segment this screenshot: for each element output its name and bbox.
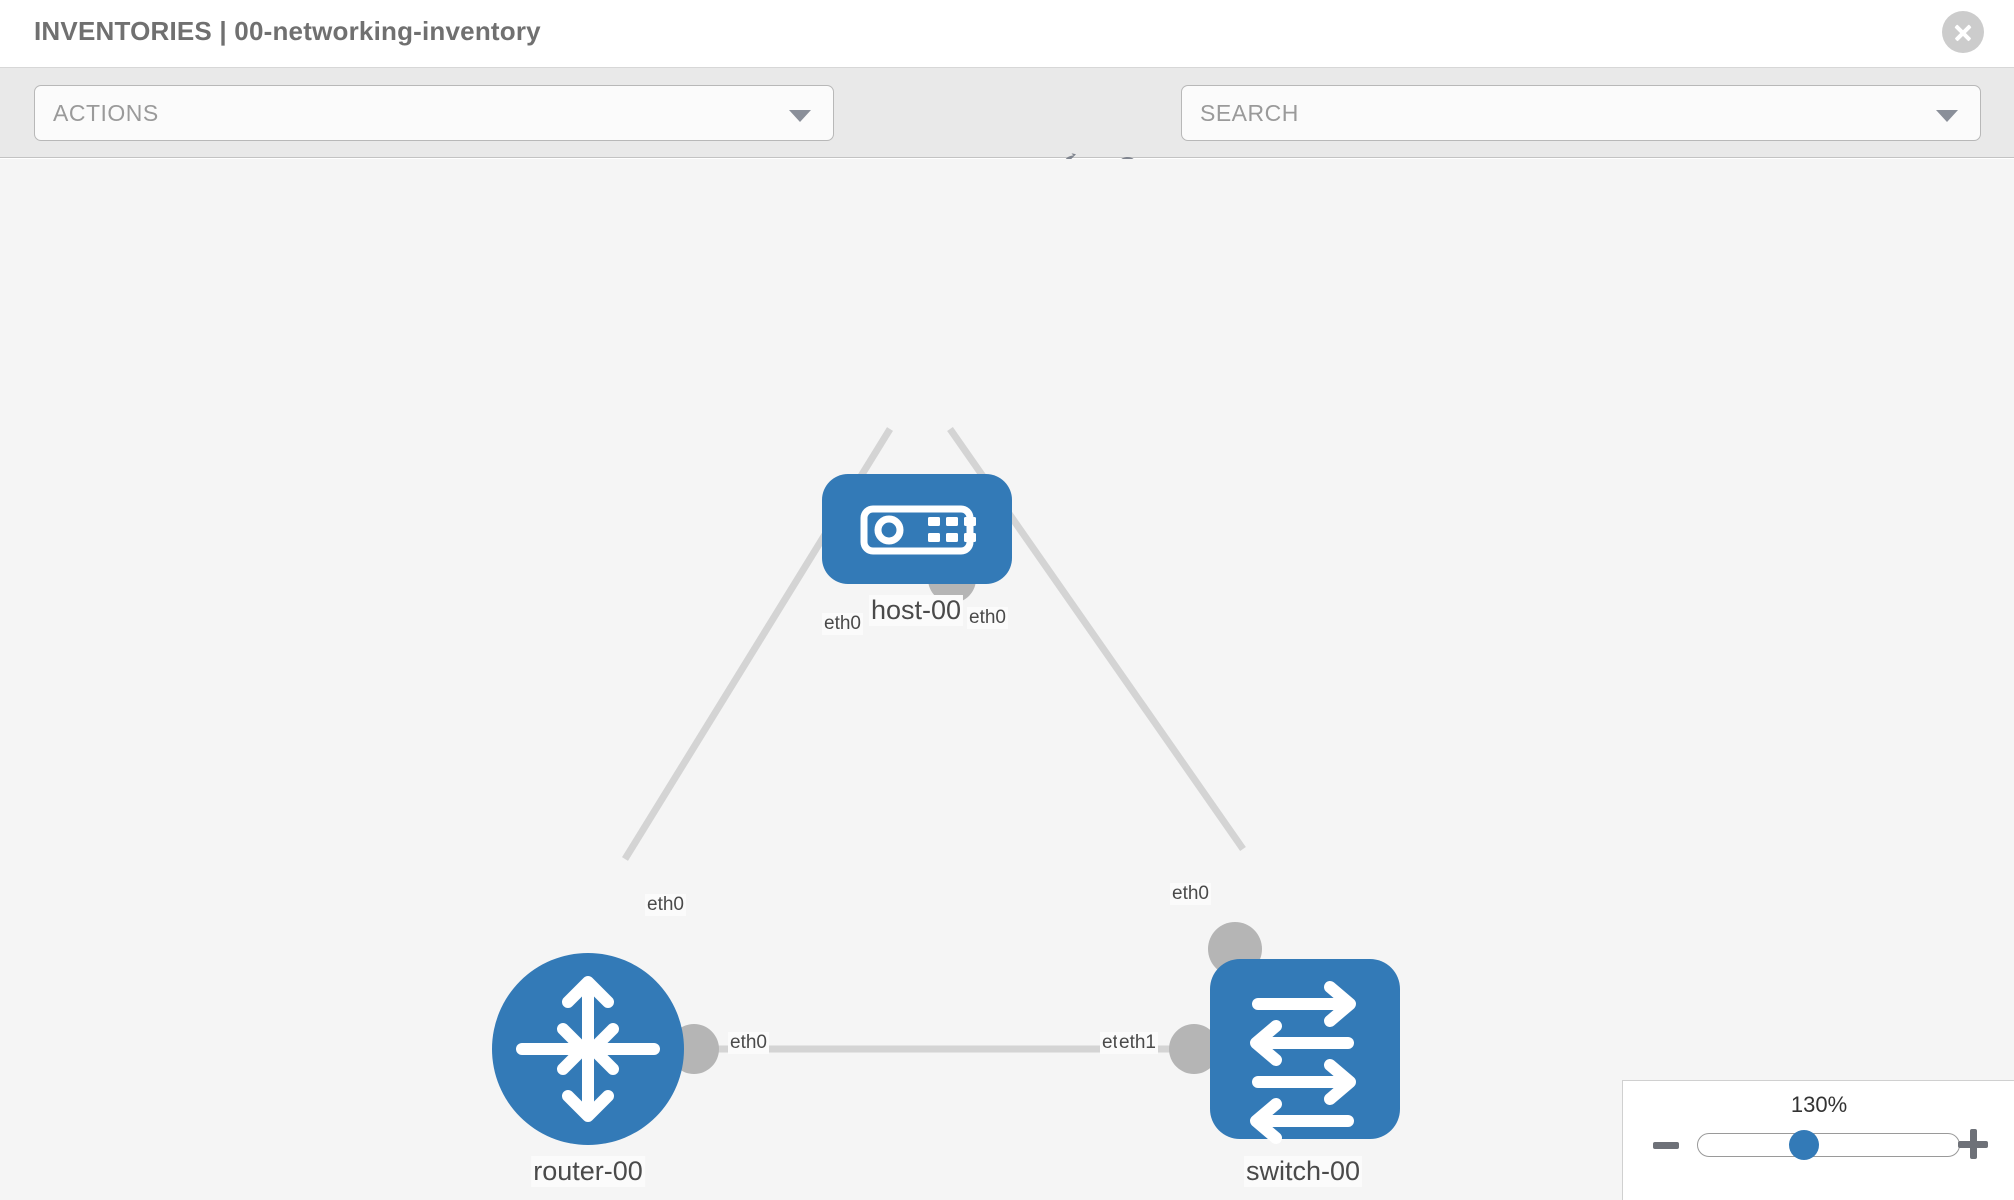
close-icon[interactable] [1942, 11, 1984, 53]
toolbar: ACTIONS SEARCH [0, 68, 2014, 192]
zoom-out-button[interactable] [1653, 1142, 1679, 1149]
edge-label-host-router-source: eth0 [822, 613, 863, 635]
page-header: INVENTORIES | 00-networking-inventory [0, 0, 2014, 68]
chevron-down-icon [789, 110, 811, 122]
edge-label-router-switch-target: eth1 [1117, 1032, 1158, 1054]
page-title: INVENTORIES | 00-networking-inventory [34, 16, 541, 46]
actions-dropdown[interactable]: ACTIONS [34, 85, 834, 141]
node-label-host-00: host-00 [868, 595, 964, 626]
node-label-switch-00: switch-00 [1243, 1156, 1363, 1187]
node-router-00[interactable] [492, 953, 684, 1145]
edge-label-host-switch-source: eth0 [967, 607, 1008, 629]
zoom-slider-track[interactable] [1697, 1133, 1960, 1157]
actions-dropdown-label: ACTIONS [53, 100, 159, 126]
edge-label-host-switch-target: eth0 [1170, 883, 1211, 905]
zoom-level-value: 130% [1790, 1092, 1848, 1117]
search-placeholder: SEARCH [1200, 100, 1299, 126]
topology-canvas[interactable]: host-00 router-00 switch-00 eth0 eth0 et… [0, 159, 2014, 1200]
zoom-control-panel: 130% [1622, 1080, 2014, 1200]
node-label-router-00: router-00 [531, 1156, 645, 1187]
topology-graph [492, 426, 1400, 1145]
edge-label-router-switch-source: eth0 [728, 1032, 769, 1054]
search-input[interactable]: SEARCH [1181, 85, 1981, 141]
zoom-slider-thumb[interactable] [1789, 1130, 1819, 1160]
node-host-00[interactable] [822, 474, 1012, 584]
endpoint-group [669, 555, 1262, 1074]
chevron-down-icon [1936, 110, 1958, 122]
edge-label-host-router-target: eth0 [645, 894, 686, 916]
node-switch-00[interactable] [1210, 959, 1400, 1144]
zoom-in-button[interactable] [1958, 1129, 1988, 1159]
host-dot-grid [928, 517, 976, 542]
endpoint-switch-west[interactable] [1169, 1024, 1219, 1074]
